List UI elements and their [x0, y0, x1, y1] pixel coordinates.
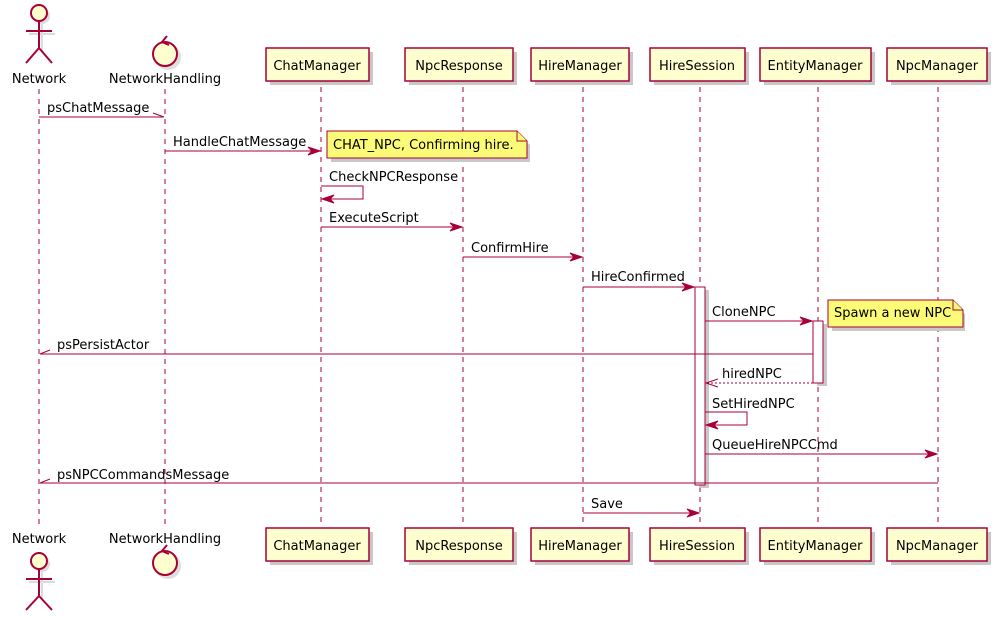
actor-network-top[interactable]: Network	[12, 4, 67, 87]
message-psnpccommandsmessage[interactable]: psNPCCommandsMessage	[39, 468, 938, 484]
participant-label: EntityManager	[768, 59, 864, 74]
participant-label: Network	[12, 532, 67, 547]
control-networkhandling-bottom[interactable]: NetworkHandling	[109, 532, 221, 579]
participant-hiresession-top[interactable]: HireSession	[649, 47, 749, 85]
message-label: CloneNPC	[712, 305, 776, 320]
note-spawn-npc[interactable]: Spawn a new NPC	[827, 299, 965, 331]
participant-label: HireManager	[538, 539, 622, 554]
message-label: CheckNPCResponse	[329, 170, 458, 185]
participant-label: Network	[12, 72, 67, 87]
message-clonenpc[interactable]: CloneNPC	[705, 305, 814, 326]
message-label: psPersistActor	[57, 338, 150, 353]
note-text: CHAT_NPC, Confirming hire.	[333, 138, 514, 153]
participant-label: HireSession	[659, 539, 735, 554]
activation-hiresession	[694, 286, 706, 486]
message-pspersistactor[interactable]: psPersistActor	[39, 338, 813, 355]
message-checknpcresponse[interactable]: CheckNPCResponse	[320, 170, 458, 204]
message-hireconfirmed[interactable]: HireConfirmed	[583, 270, 696, 292]
actor-icon	[30, 4, 48, 22]
message-label: ConfirmHire	[471, 241, 549, 256]
participant-chatmanager-bottom[interactable]: ChatManager	[265, 527, 373, 565]
participant-label: NpcResponse	[415, 59, 503, 74]
message-queuehirenpccmd[interactable]: QueueHireNPCCmd	[705, 438, 939, 459]
activation-entitymanager	[812, 320, 824, 384]
participant-label: NetworkHandling	[109, 532, 221, 547]
participants-top: Network NetworkHandling ChatManager NpcR…	[12, 4, 991, 87]
participant-npcmanager-top[interactable]: NpcManager	[886, 47, 991, 85]
message-label: SetHiredNPC	[712, 397, 795, 412]
participant-label: NpcResponse	[415, 539, 503, 554]
participants-bottom: Network NetworkHandling ChatManager	[12, 527, 991, 611]
participant-label: EntityManager	[768, 539, 864, 554]
message-handlechatmessage[interactable]: HandleChatMessage	[165, 135, 322, 156]
activations	[694, 286, 827, 488]
participant-entitymanager-top[interactable]: EntityManager	[759, 47, 875, 85]
message-sethirednpc[interactable]: SetHiredNPC	[704, 397, 795, 430]
participant-label: ChatManager	[273, 539, 361, 554]
participant-hiremanager-bottom[interactable]: HireManager	[530, 527, 633, 565]
message-executescript[interactable]: ExecuteScript	[321, 211, 464, 232]
participant-hiremanager-top[interactable]: HireManager	[530, 47, 633, 85]
participant-label: ChatManager	[273, 59, 361, 74]
participant-label: NetworkHandling	[109, 72, 221, 87]
participant-hiresession-bottom[interactable]: HireSession	[649, 527, 749, 565]
message-hirednpc[interactable]: hiredNPC	[704, 367, 813, 388]
message-label: psChatMessage	[47, 101, 149, 116]
participant-label: HireManager	[538, 59, 622, 74]
participant-npcmanager-bottom[interactable]: NpcManager	[886, 527, 991, 565]
participant-label: HireSession	[659, 59, 735, 74]
participant-npcresponse-top[interactable]: NpcResponse	[404, 47, 517, 85]
message-label: psNPCCommandsMessage	[57, 468, 229, 483]
message-label: hiredNPC	[722, 367, 782, 382]
participant-label: NpcManager	[896, 59, 979, 74]
message-confirmhire[interactable]: ConfirmHire	[463, 241, 584, 262]
message-label: QueueHireNPCCmd	[712, 438, 838, 453]
control-networkhandling-top[interactable]: NetworkHandling	[109, 35, 221, 87]
participant-entitymanager-bottom[interactable]: EntityManager	[759, 527, 875, 565]
control-icon	[152, 41, 178, 67]
message-label: Save	[591, 497, 623, 512]
message-label: ExecuteScript	[329, 211, 419, 226]
actor-icon	[30, 552, 48, 570]
message-save[interactable]: Save	[583, 497, 701, 518]
participant-label: NpcManager	[896, 539, 979, 554]
note-chat-npc[interactable]: CHAT_NPC, Confirming hire.	[326, 130, 530, 162]
participant-chatmanager-top[interactable]: ChatManager	[265, 47, 373, 85]
control-icon	[152, 550, 178, 576]
participant-npcresponse-bottom[interactable]: NpcResponse	[404, 527, 517, 565]
message-label: HandleChatMessage	[173, 135, 306, 150]
message-label: HireConfirmed	[591, 270, 685, 285]
message-pschatmessage[interactable]: psChatMessage	[39, 101, 165, 118]
actor-network-bottom[interactable]: Network	[12, 532, 67, 611]
messages: psChatMessage HandleChatMessage CheckNPC…	[39, 101, 939, 518]
notes: CHAT_NPC, Confirming hire. Spawn a new N…	[326, 130, 965, 331]
note-text: Spawn a new NPC	[834, 306, 951, 321]
